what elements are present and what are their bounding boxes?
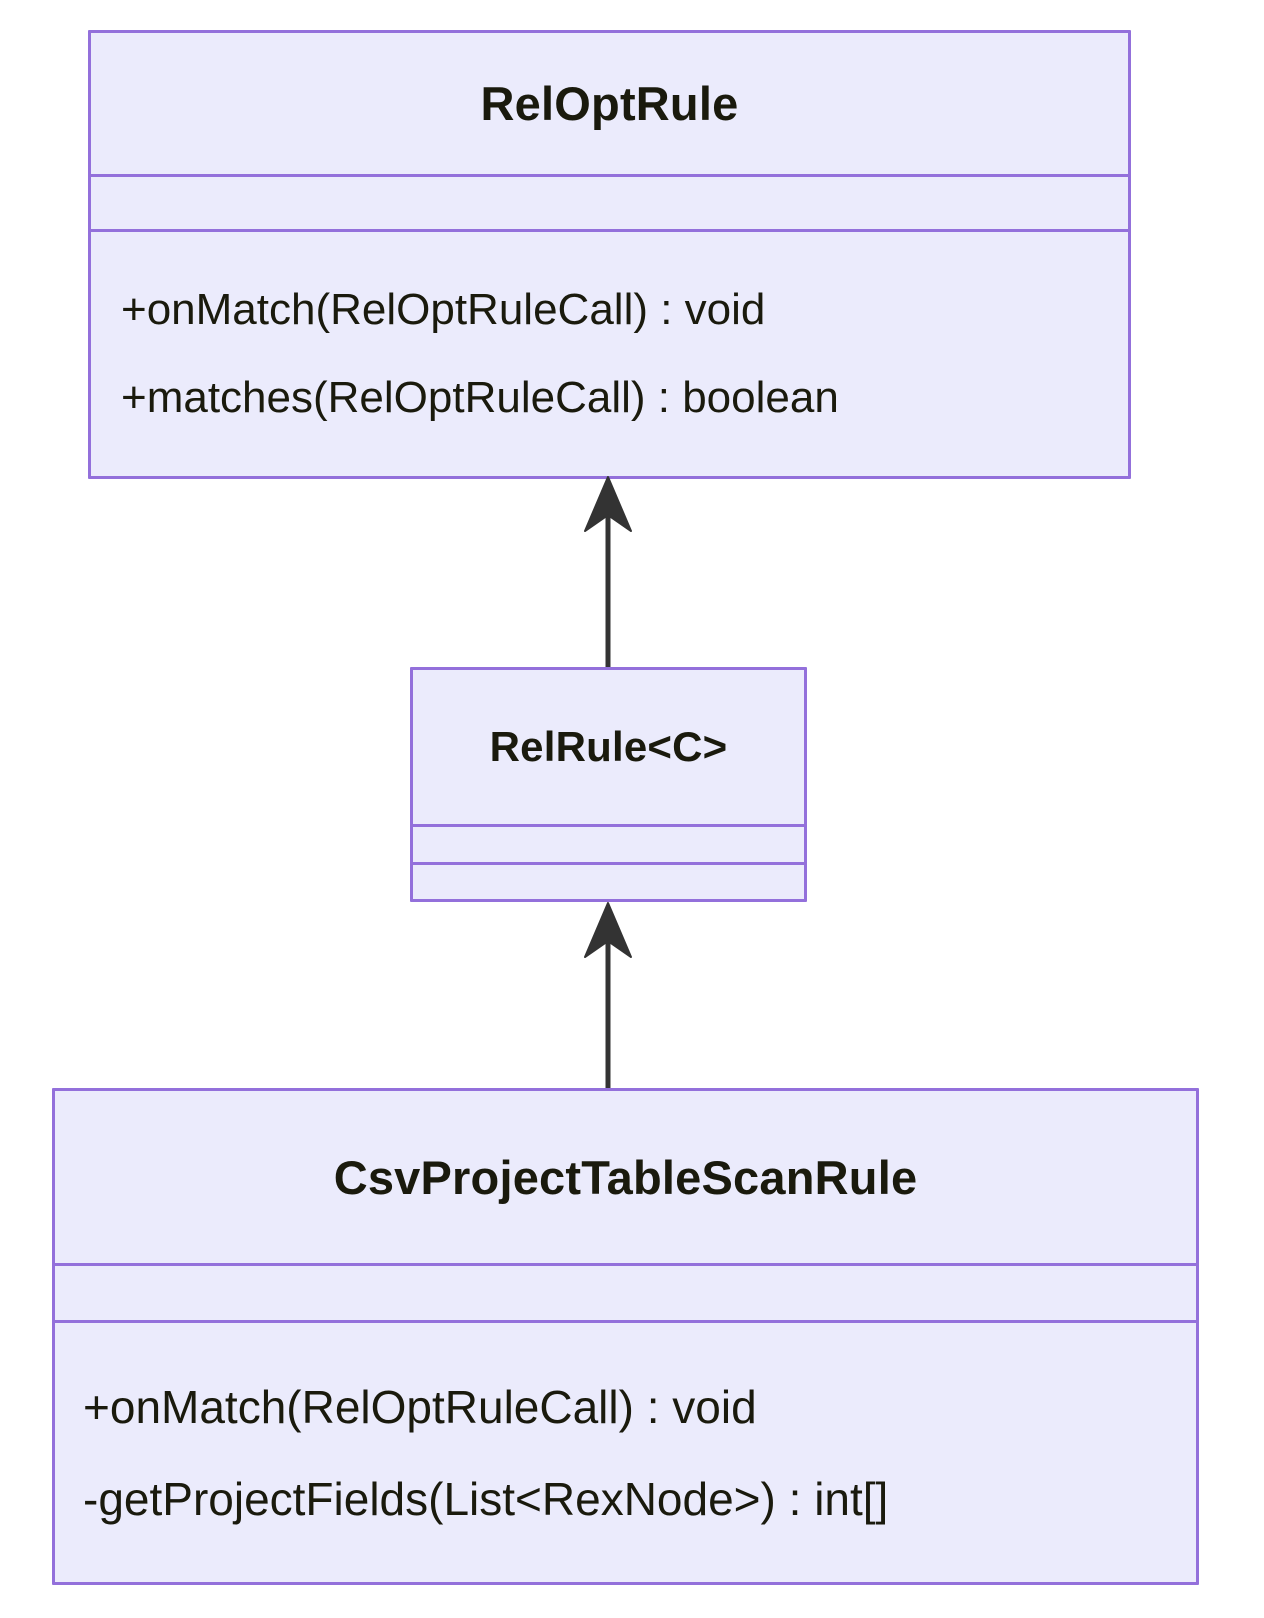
class-name-csvprojecttablescanrule: CsvProjectTableScanRule <box>333 1150 918 1204</box>
class-title-section-csvprojecttablescanrule: CsvProjectTableScanRule <box>55 1091 1196 1263</box>
class-attributes-section-relrule <box>413 824 804 862</box>
class-methods-section-reloptrule: +onMatch(RelOptRuleCall) : void +matches… <box>91 229 1128 476</box>
class-method-item: +matches(RelOptRuleCall) : boolean <box>121 373 839 422</box>
class-methods-section-csvprojecttablescanrule: +onMatch(RelOptRuleCall) : void -getProj… <box>55 1320 1196 1582</box>
class-methods-section-relrule <box>413 862 804 899</box>
solid-arrowhead-icon <box>584 902 632 958</box>
class-attributes-section-csvprojecttablescanrule <box>55 1263 1196 1320</box>
class-title-section-reloptrule: RelOptRule <box>91 33 1128 174</box>
inheritance-arrow-csv-to-relrule <box>584 902 632 1095</box>
class-method-item: +onMatch(RelOptRuleCall) : void <box>83 1380 757 1433</box>
inheritance-arrow-relrule-to-reloptrule <box>584 476 632 675</box>
class-box-relrule[interactable]: RelRule<C> <box>410 667 807 902</box>
class-name-reloptrule: RelOptRule <box>480 77 739 130</box>
class-attributes-section-reloptrule <box>91 174 1128 229</box>
class-box-csvprojecttablescanrule[interactable]: CsvProjectTableScanRule +onMatch(RelOptR… <box>52 1088 1199 1585</box>
class-name-relrule: RelRule<C> <box>489 723 728 770</box>
solid-arrowhead-icon <box>584 476 632 532</box>
class-method-item: -getProjectFields(List<RexNode>) : int[] <box>83 1472 889 1525</box>
class-title-section-relrule: RelRule<C> <box>413 670 804 824</box>
class-box-reloptrule[interactable]: RelOptRule +onMatch(RelOptRuleCall) : vo… <box>88 30 1131 479</box>
class-method-item: +onMatch(RelOptRuleCall) : void <box>121 285 766 334</box>
